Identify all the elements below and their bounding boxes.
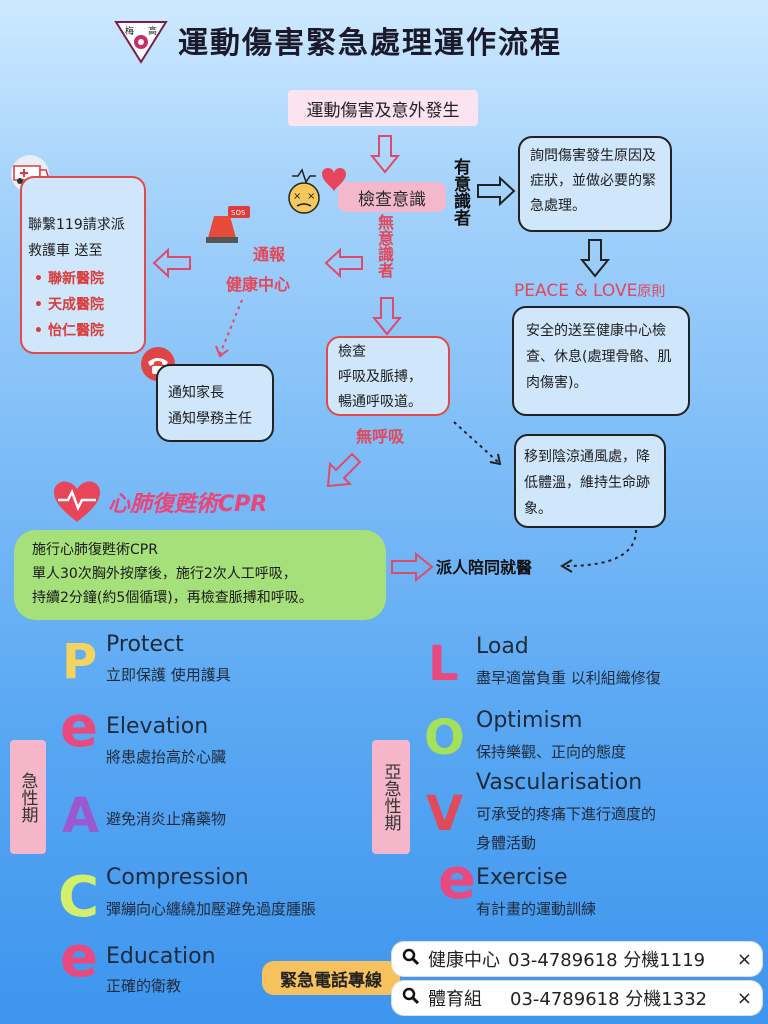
- safe-to-health-center-box: 安全的送至健康中心檢查、休息(處理骨骼、肌肉傷害)。: [512, 306, 690, 416]
- sos-alarm-icon: SOS: [204, 204, 252, 248]
- unconscious-label: 無意識者: [375, 214, 394, 278]
- love-title: Optimism: [476, 708, 583, 733]
- search-icon: [402, 948, 420, 971]
- close-icon[interactable]: ×: [736, 987, 752, 1009]
- love-desc: 可承受的疼痛下進行適度的: [476, 805, 657, 823]
- hospital-item: 天成醫院: [28, 292, 138, 318]
- contact-name: 體育組: [428, 989, 482, 1010]
- love-desc: 保持樂觀、正向的態度: [476, 743, 627, 761]
- love-title: Vascularisation: [476, 770, 643, 795]
- peace-title: Elevation: [106, 714, 209, 739]
- cpr-title: 心肺復甦術CPR: [108, 492, 268, 517]
- dotted-arrow-icon: [558, 528, 642, 580]
- peace-title: Education: [106, 944, 216, 969]
- left-arrow-icon: [322, 247, 364, 282]
- love-title: Load: [476, 634, 529, 659]
- love-desc: 身體活動: [476, 834, 537, 852]
- contact-name: 健康中心: [428, 950, 500, 971]
- down-left-arrow-icon: [322, 450, 362, 494]
- contact-phone: 03-4789618 分機1119: [508, 950, 706, 971]
- love-desc: 盡早適當負重 以利組織修復: [476, 669, 661, 687]
- logo-left-char: 梅: [125, 25, 134, 37]
- peace-desc: 正確的衛教: [106, 977, 182, 995]
- peace-love-title: PEACE & LOVE原則: [514, 281, 666, 301]
- conscious-label: 有意識者: [450, 158, 470, 226]
- check-breathing-box: 檢查 呼吸及脈搏， 暢通呼吸道。: [326, 336, 450, 416]
- peace-desc: 避免消炎止痛藥物: [106, 810, 227, 828]
- peace-letter-e2: e: [60, 925, 98, 990]
- peace-desc: 將患處抬高於心臟: [106, 748, 227, 766]
- move-to-shade-box: 移到陰涼通風處，降低體溫，維持生命跡象。: [514, 434, 666, 528]
- peace-letter-c: C: [58, 865, 100, 930]
- escort-to-hospital-label: 派人陪同就醫: [436, 558, 533, 577]
- love-letter-v: V: [426, 786, 464, 842]
- love-desc: 有計畫的運動訓練: [476, 900, 597, 918]
- school-logo: 梅 高: [114, 20, 168, 64]
- acute-phase-label: 急性期: [10, 740, 46, 854]
- love-letter-e: e: [438, 847, 476, 912]
- peace-title: Protect: [106, 632, 184, 657]
- hospital-item: 怡仁醫院: [28, 318, 138, 344]
- contact-phone: 03-4789618 分機1332: [510, 989, 708, 1010]
- left-arrow-icon: [150, 247, 192, 282]
- svg-text:×: ×: [307, 191, 315, 202]
- event-tag: 運動傷害及意外發生: [288, 90, 478, 126]
- svg-text:×: ×: [293, 191, 301, 202]
- heart-pulse-icon: [52, 480, 102, 528]
- notify-parents-box: 通知家長 通知學務主任: [156, 364, 274, 442]
- emergency-hotline-label: 緊急電話專線: [262, 961, 400, 995]
- notify-health-center: 通報 健康中心: [226, 245, 291, 294]
- unconscious-face-icon: × ×: [282, 162, 346, 220]
- peace-letter-e: e: [60, 695, 98, 760]
- dotted-arrow-icon: [212, 296, 246, 366]
- check-consciousness-label: 檢查意識: [338, 182, 446, 212]
- no-breathing-label: 無呼吸: [356, 427, 405, 446]
- love-letter-l: L: [428, 636, 459, 692]
- love-title: Exercise: [476, 865, 568, 890]
- contact-search-bar[interactable]: 健康中心 03-4789618 分機1119 ×: [392, 942, 762, 976]
- peace-letter-p: P: [62, 634, 98, 690]
- subacute-phase-label: 亞急性期: [372, 740, 410, 854]
- love-letter-o: O: [424, 710, 465, 766]
- down-arrow-icon: [369, 134, 401, 178]
- cpr-instructions-box: 施行心肺復甦術CPR 單人30次胸外按摩後，施行2次人工呼吸， 持續2分鐘(約5…: [14, 530, 386, 620]
- logo-right-char: 高: [148, 25, 157, 37]
- contact-search-bar[interactable]: 體育組 03-4789618 分機1332 ×: [392, 981, 762, 1015]
- svg-text:SOS: SOS: [231, 209, 246, 217]
- peace-desc: 立即保護 使用護具: [106, 666, 231, 684]
- search-icon: [402, 987, 420, 1010]
- down-arrow-icon: [579, 238, 611, 282]
- ask-cause-box: 詢問傷害發生原因及症狀，並做必要的緊急處理。: [518, 136, 672, 232]
- page-title: 運動傷害緊急處理運作流程: [178, 26, 562, 61]
- dotted-arrow-icon: [450, 418, 506, 474]
- right-arrow-icon: [390, 551, 434, 586]
- close-icon[interactable]: ×: [736, 948, 752, 970]
- peace-title: Compression: [106, 865, 249, 890]
- peace-desc: 彈繃向心纏繞加壓避免過度腫脹: [106, 900, 317, 918]
- call-119-box: 聯繫119請求派救護車 送至 聯新醫院 天成醫院 怡仁醫院: [20, 176, 146, 354]
- peace-letter-a: A: [62, 788, 100, 844]
- down-arrow-icon: [371, 296, 403, 340]
- right-arrow-icon: [476, 175, 516, 210]
- hospital-item: 聯新醫院: [28, 266, 138, 292]
